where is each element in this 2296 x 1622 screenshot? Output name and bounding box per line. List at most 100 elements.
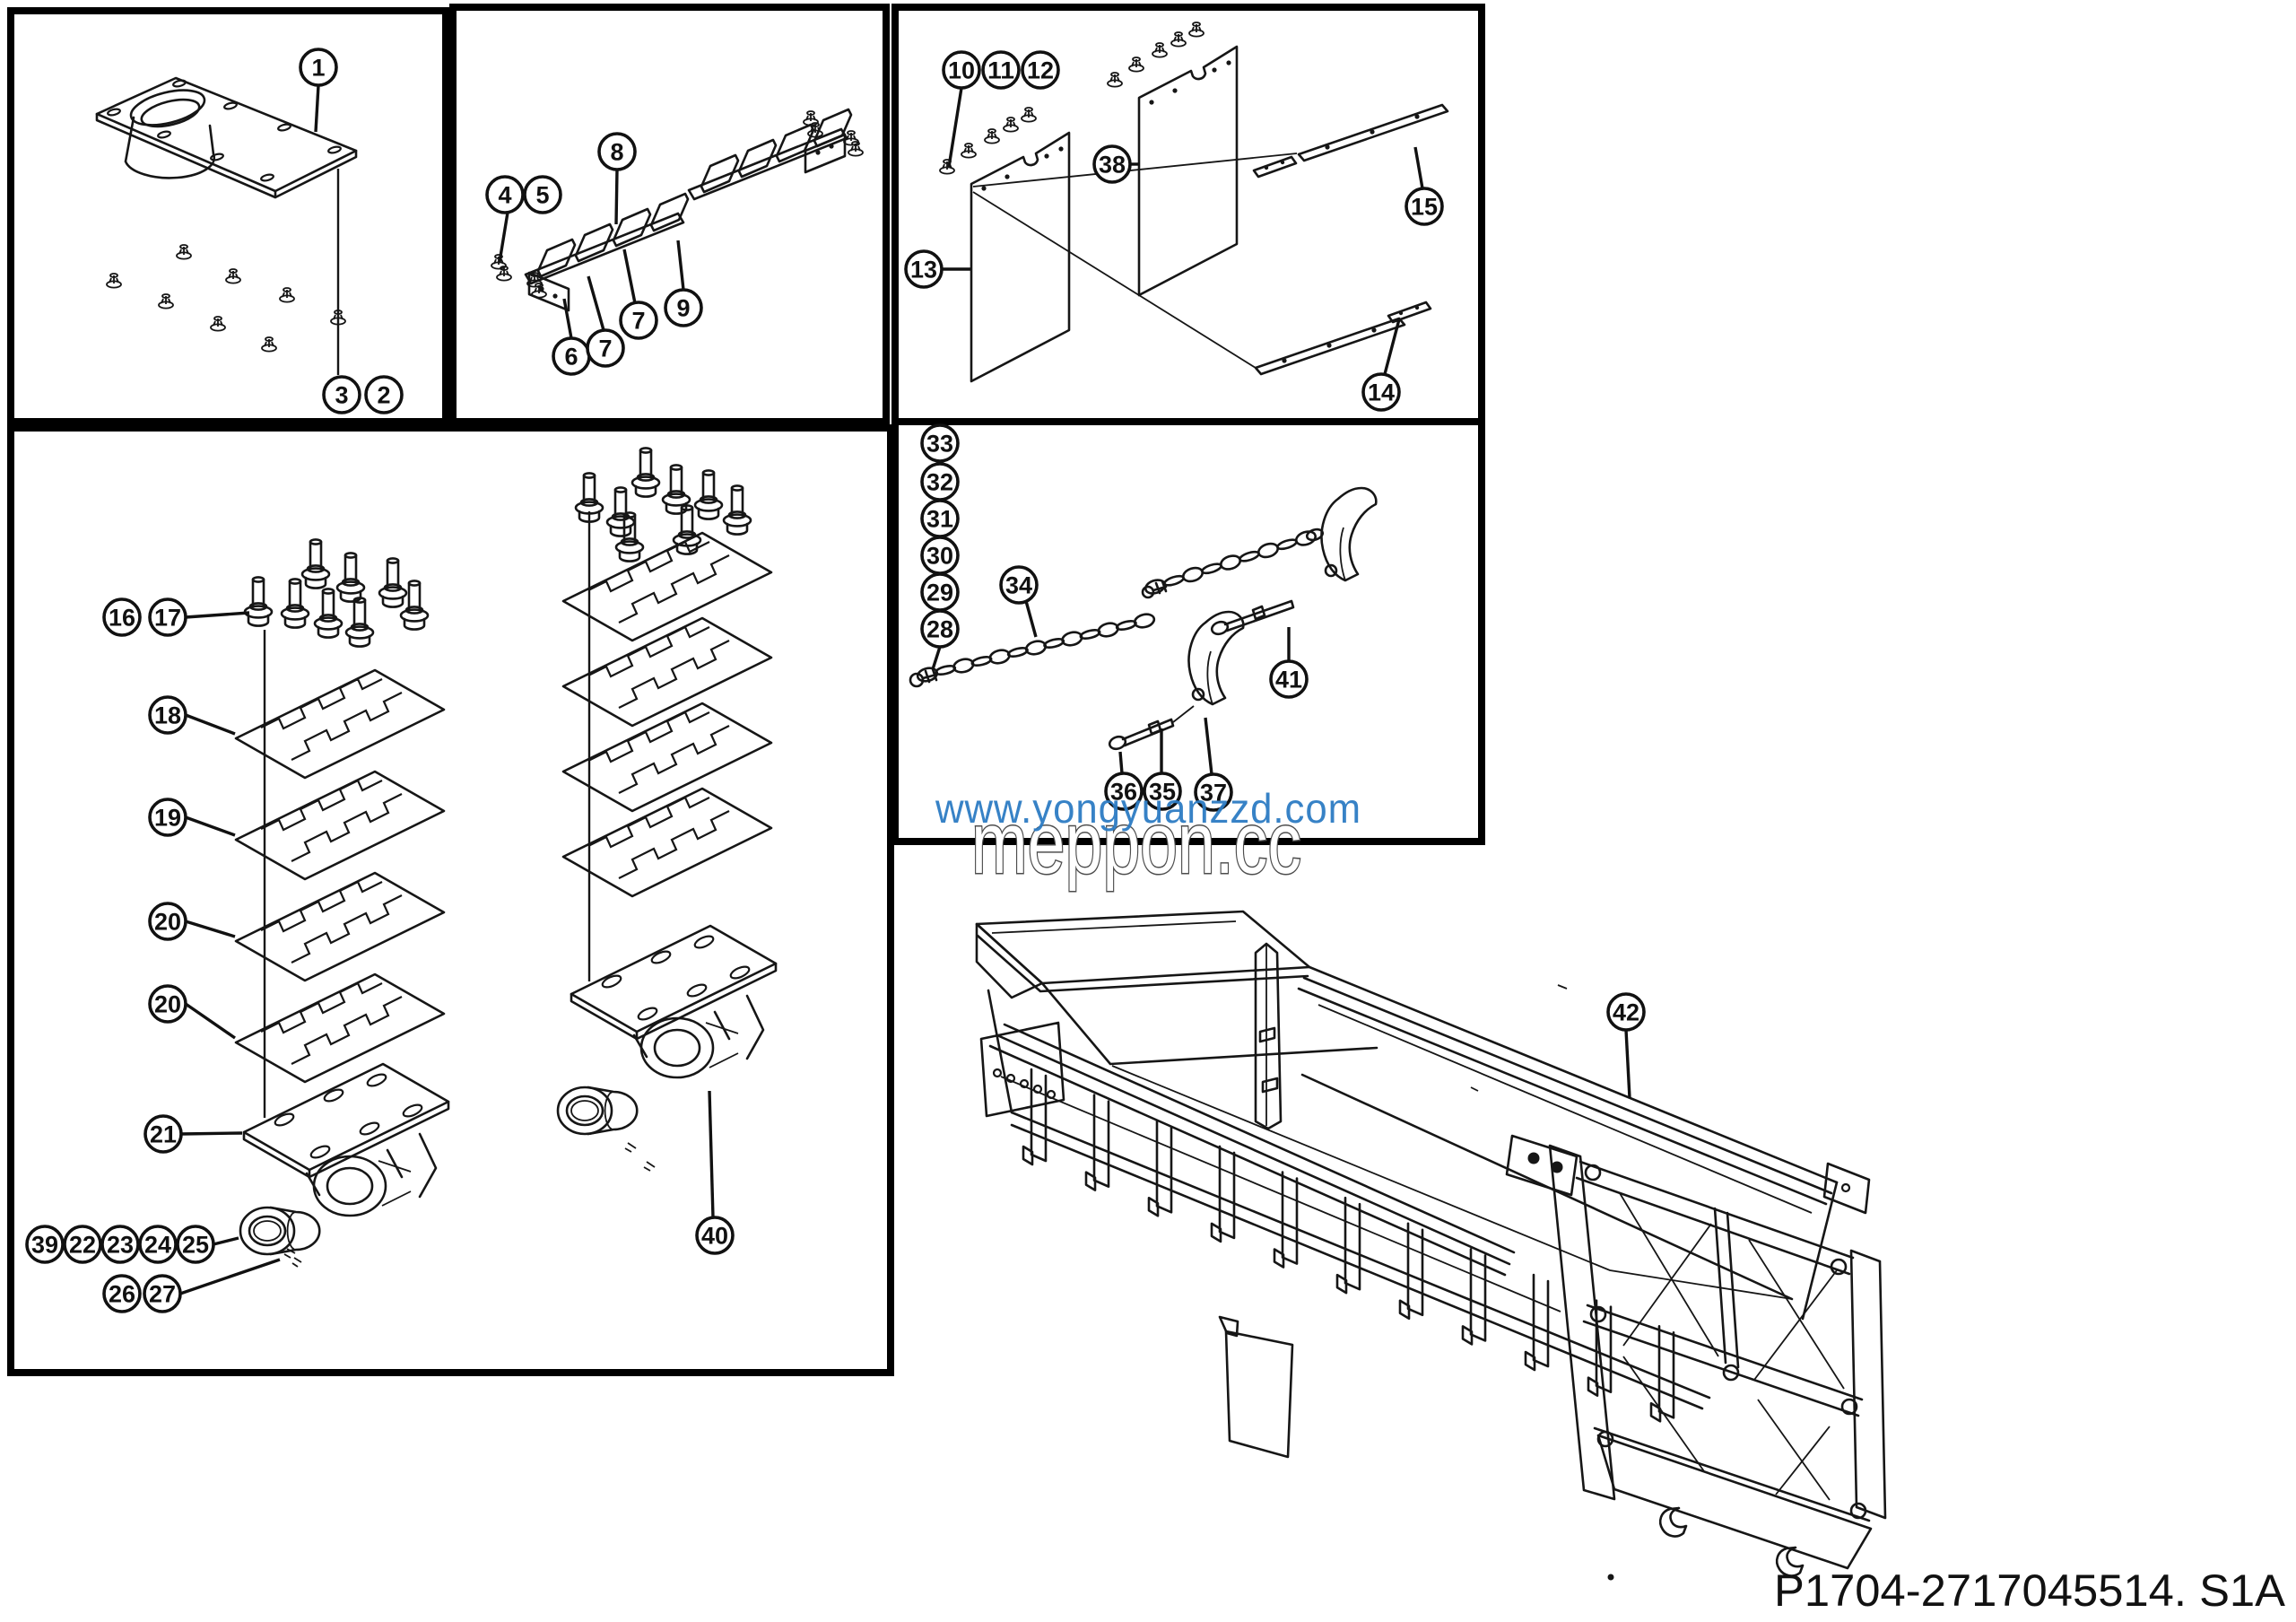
svg-text:26: 26 xyxy=(109,1281,135,1308)
callout-7: 7 xyxy=(619,249,658,340)
callout-32: 32 xyxy=(920,462,960,501)
callout-20: 20 xyxy=(148,984,236,1040)
callout-9: 9 xyxy=(664,240,703,327)
callout-15: 15 xyxy=(1405,146,1444,226)
callout-10: 10 xyxy=(942,50,981,168)
callout-14: 14 xyxy=(1361,318,1401,412)
svg-text:33: 33 xyxy=(926,431,953,458)
svg-text:21: 21 xyxy=(150,1121,177,1148)
svg-text:27: 27 xyxy=(149,1281,176,1308)
svg-text:35: 35 xyxy=(1149,779,1176,806)
svg-text:4: 4 xyxy=(498,182,511,209)
svg-text:40: 40 xyxy=(701,1223,728,1250)
panel-borders xyxy=(7,4,1485,1376)
svg-text:34: 34 xyxy=(1005,572,1032,599)
svg-text:20: 20 xyxy=(154,909,181,936)
panel-shim-stacks-panel xyxy=(7,424,894,1376)
callout-27: 27 xyxy=(143,1258,281,1313)
callout-34: 34 xyxy=(999,565,1039,638)
callout-19: 19 xyxy=(148,798,236,837)
svg-text:3: 3 xyxy=(335,382,348,409)
callout-33: 33 xyxy=(920,423,960,463)
svg-text:36: 36 xyxy=(1110,779,1137,806)
callout-5: 5 xyxy=(523,175,562,214)
drawing-number: P1704-2717045514. S1A xyxy=(1774,1565,2286,1616)
svg-text:5: 5 xyxy=(535,182,549,209)
svg-text:37: 37 xyxy=(1200,780,1227,807)
callout-41: 41 xyxy=(1269,627,1309,699)
svg-text:11: 11 xyxy=(987,57,1014,84)
svg-text:9: 9 xyxy=(676,295,690,322)
callout-11: 11 xyxy=(981,50,1021,90)
axis-lines xyxy=(263,169,591,1118)
svg-text:22: 22 xyxy=(69,1232,96,1259)
callout-28: 28 xyxy=(920,609,960,670)
svg-text:8: 8 xyxy=(610,139,623,166)
svg-text:16: 16 xyxy=(109,605,135,632)
watermark-outline-text: meppon.cc xyxy=(971,794,1301,892)
chains-drawing xyxy=(909,486,1378,751)
svg-text:14: 14 xyxy=(1368,379,1395,406)
watermark-url-text: www.yongyuanzzd.com xyxy=(935,785,1361,832)
callout-40: 40 xyxy=(695,1090,735,1255)
mud-flaps-drawing xyxy=(939,22,1449,383)
callout-23: 23 xyxy=(100,1225,140,1264)
panel-mount-plate-panel xyxy=(7,7,449,425)
svg-text:38: 38 xyxy=(1099,152,1126,179)
svg-text:23: 23 xyxy=(107,1232,134,1259)
svg-text:32: 32 xyxy=(926,469,953,496)
svg-text:13: 13 xyxy=(910,257,937,283)
svg-text:18: 18 xyxy=(154,702,181,729)
dump-body-drawing xyxy=(975,910,1887,1581)
svg-text:24: 24 xyxy=(144,1232,171,1259)
svg-text:29: 29 xyxy=(926,580,953,606)
svg-text:31: 31 xyxy=(926,506,953,533)
callout-18: 18 xyxy=(148,695,236,736)
callout-6: 6 xyxy=(552,298,591,376)
svg-text:6: 6 xyxy=(564,344,578,371)
callout-42: 42 xyxy=(1606,992,1646,1099)
svg-text:19: 19 xyxy=(154,805,181,832)
callout-25: 25 xyxy=(176,1225,239,1264)
svg-text:28: 28 xyxy=(926,616,953,643)
callout-37: 37 xyxy=(1194,717,1233,812)
callout-2: 2 xyxy=(364,375,404,414)
svg-text:15: 15 xyxy=(1411,194,1438,221)
svg-text:10: 10 xyxy=(948,57,975,84)
callout-1: 1 xyxy=(299,48,338,133)
callout-36: 36 xyxy=(1104,751,1144,811)
callout-31: 31 xyxy=(920,499,960,538)
svg-text:7: 7 xyxy=(631,308,645,335)
svg-text:42: 42 xyxy=(1613,999,1639,1026)
svg-text:2: 2 xyxy=(377,382,390,409)
callout-20: 20 xyxy=(148,902,236,941)
callout-29: 29 xyxy=(920,572,960,612)
callout-3: 3 xyxy=(322,375,361,414)
callout-39: 39 xyxy=(25,1225,65,1264)
callout-30: 30 xyxy=(920,536,960,575)
callout-17: 17 xyxy=(148,597,250,637)
callout-38: 38 xyxy=(1092,144,1140,184)
panel-chains-panel xyxy=(891,418,1485,845)
svg-text:7: 7 xyxy=(598,336,612,362)
callout-35: 35 xyxy=(1143,728,1182,811)
svg-text:30: 30 xyxy=(926,543,953,570)
callout-4: 4 xyxy=(485,175,525,263)
callout-16: 16 xyxy=(102,597,142,637)
callout-21: 21 xyxy=(144,1114,243,1154)
svg-text:17: 17 xyxy=(154,605,181,632)
shim-stacks-drawing xyxy=(234,447,778,1268)
svg-text:20: 20 xyxy=(154,991,181,1018)
rail-brackets-drawing xyxy=(491,108,864,312)
mount-plate-drawing xyxy=(95,76,358,353)
callout-12: 12 xyxy=(1021,50,1060,90)
svg-text:12: 12 xyxy=(1027,57,1054,84)
svg-text:41: 41 xyxy=(1275,667,1302,693)
panel-rail-brackets-panel xyxy=(449,4,890,425)
callout-22: 22 xyxy=(63,1225,102,1264)
callout-13: 13 xyxy=(904,249,970,289)
callout-7: 7 xyxy=(586,275,625,368)
